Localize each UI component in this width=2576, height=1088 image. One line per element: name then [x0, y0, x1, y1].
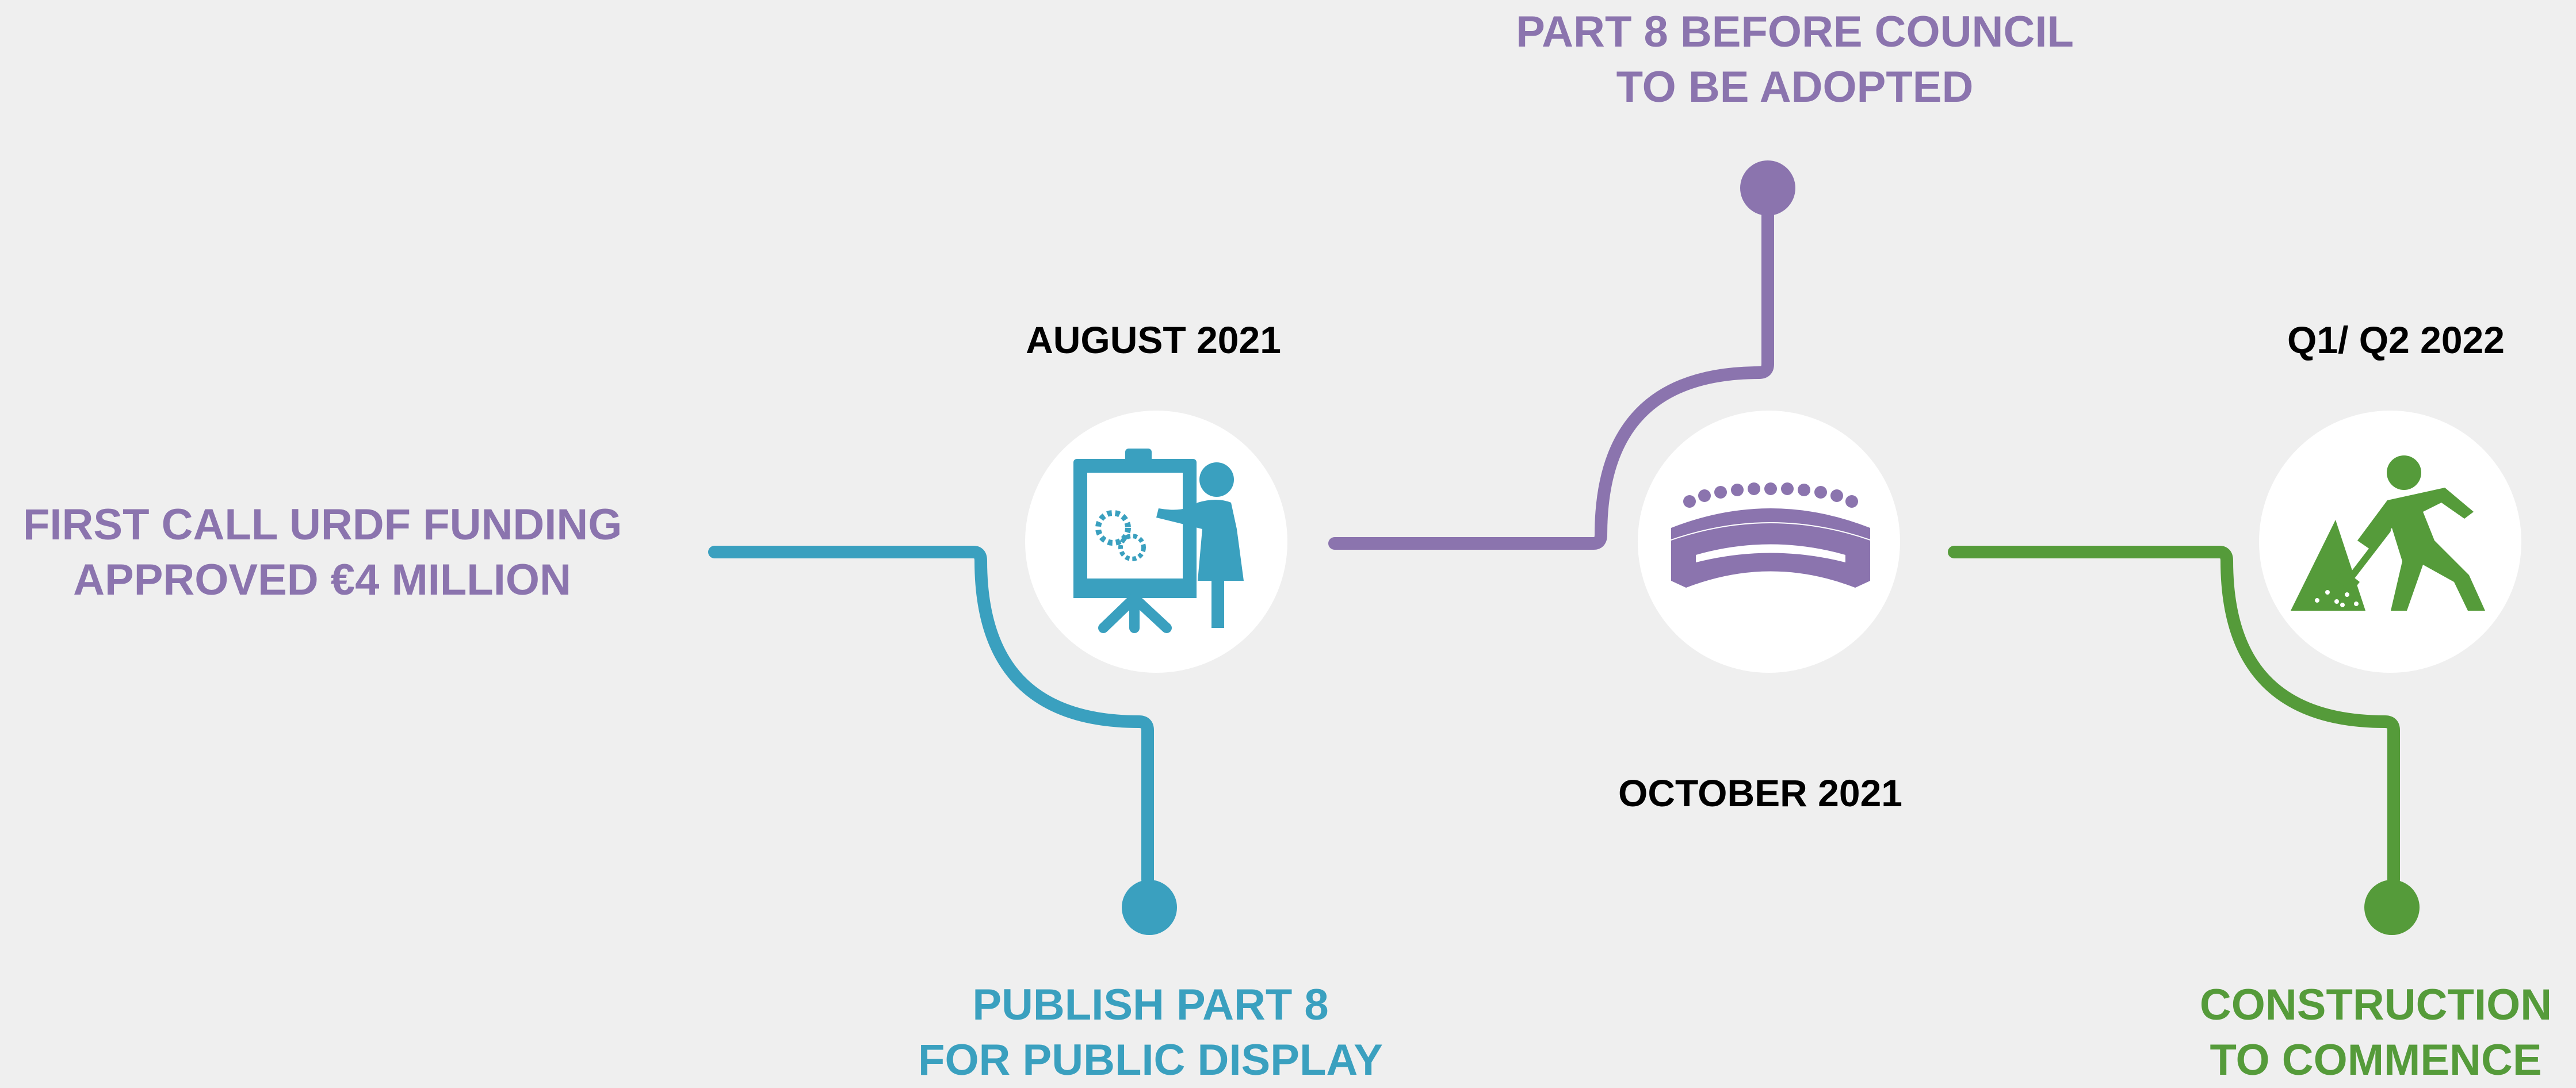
construction-node-circle: [2259, 411, 2521, 673]
publish-connector-dot: [1122, 880, 1177, 935]
publish-caption-line-2: FOR PUBLIC DISPLAY: [918, 1035, 1383, 1085]
publish-connector: [708, 546, 1154, 886]
council-caption-line-2: TO BE ADOPTED: [1616, 62, 1974, 112]
publish-caption: PUBLISH PART 8 FOR PUBLIC DISPLAY: [863, 978, 1438, 1088]
council-date: OCTOBER 2021: [1618, 772, 1902, 814]
construction-date: Q1/ Q2 2022: [2287, 319, 2505, 361]
first-call-caption-line-1: FIRST CALL URDF FUNDING: [23, 500, 622, 549]
council-caption: PART 8 BEFORE COUNCIL TO BE ADOPTED: [1473, 5, 2117, 115]
presentation-icon: [1073, 449, 1244, 633]
council-connector: [1328, 206, 1774, 550]
publish-date: AUGUST 2021: [1026, 319, 1281, 361]
first-call-caption: FIRST CALL URDF FUNDING APPROVED €4 MILL…: [23, 497, 622, 608]
construction-worker-icon: [2291, 455, 2485, 611]
construction-caption-line-1: CONSTRUCTION: [2199, 980, 2552, 1029]
construction-caption: CONSTRUCTION TO COMMENCE: [2186, 978, 2566, 1088]
council-caption-line-1: PART 8 BEFORE COUNCIL: [1516, 7, 2074, 56]
council-chamber-icon: [1671, 482, 1870, 588]
first-call-caption-line-2: APPROVED €4 MILLION: [73, 555, 571, 604]
publish-caption-line-1: PUBLISH PART 8: [972, 980, 1329, 1029]
construction-connector-dot: [2364, 880, 2420, 935]
council-connector-dot: [1740, 160, 1795, 216]
construction-connector: [1948, 546, 2400, 886]
construction-caption-line-2: TO COMMENCE: [2210, 1035, 2542, 1085]
